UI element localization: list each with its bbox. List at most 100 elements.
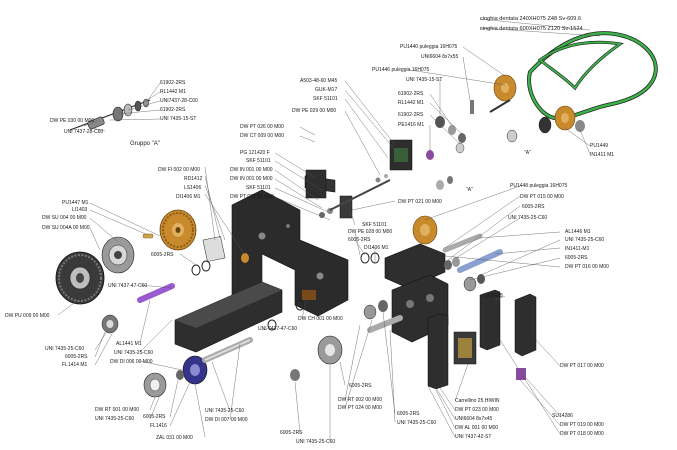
- part-label: DW IN 001 00 M00: [230, 167, 273, 173]
- part-label: UNI 7435-25-C60: [397, 420, 437, 426]
- part-label: 61902-2RS: [160, 107, 186, 113]
- part-label: SKF 51101: [362, 222, 387, 228]
- part-label: A503-48-60 M45: [300, 78, 338, 84]
- part-label: 6005-2RS: [348, 237, 371, 243]
- part-label: DW FI 002 00 M00: [158, 167, 200, 173]
- part-label: DW DI 006 00 M00: [110, 359, 153, 365]
- part-label: 6005-2RS: [280, 430, 303, 436]
- leader-lines: [57, 18, 601, 441]
- large-spur-gear: [55, 251, 105, 305]
- part-label: 6005-2RS: [65, 354, 88, 360]
- part-label: DW PT 023 00 M00: [455, 407, 499, 413]
- part-label: UNI 7437-28-C60: [64, 129, 104, 135]
- part-label: PE1416 M1: [398, 122, 425, 128]
- right-shafts: [442, 233, 503, 292]
- part-label: 6005-2RS: [151, 252, 174, 258]
- part-label: DW CH 001 00 M00: [298, 316, 343, 322]
- upper-brackets: [304, 139, 413, 219]
- part-label: UNI6604 8x7x45: [455, 416, 493, 422]
- linear-guide: [427, 289, 537, 390]
- part-label: 61902-2RS: [160, 80, 186, 86]
- part-label: UNI 7435-25-C60: [114, 350, 154, 356]
- part-label: UNI 7435-25-C60: [508, 215, 548, 221]
- part-label: DW SU 004A 00 M00: [42, 225, 90, 231]
- part-label: DW CT 009 00 M00: [240, 133, 285, 139]
- part-label: GUK-M17: [315, 87, 338, 93]
- part-label: FL1414 M1: [62, 362, 88, 368]
- part-label: DW SU 004 00 M00: [42, 215, 87, 221]
- purple-shaft: [137, 283, 175, 303]
- timing-belts: [527, 31, 658, 121]
- part-label: 61902-2RS: [398, 91, 424, 97]
- part-label: UNI 7437-42-ST: [455, 434, 492, 440]
- roller-bearings: [101, 314, 343, 398]
- group-a-parts: [69, 98, 151, 131]
- part-label: Carrellino 25 HIWIN: [455, 398, 500, 404]
- part-label: SKF 51101: [313, 96, 338, 102]
- part-label: cinghia dentata 240XH075 Z48 Sv-609.6: [480, 16, 582, 22]
- part-label: UNI 7437-47-C60: [108, 283, 148, 289]
- part-label: UNI 7435-25-C60: [205, 408, 245, 414]
- part-label: RL1442 M1: [160, 89, 186, 95]
- part-label: DW PT 021 00 M00: [398, 199, 442, 205]
- top-center-parts: [426, 100, 474, 190]
- part-label: RL1442 M1: [398, 100, 424, 106]
- part-label: DW RT 001 00 M00: [95, 407, 140, 413]
- part-label: PG 121420 F: [240, 150, 270, 156]
- part-label: PU1449: [590, 143, 609, 149]
- part-label: PU1446 puleggia 16H075: [372, 67, 430, 73]
- part-label: UNI6604 8x7x55: [421, 54, 459, 60]
- bronze-gear: [142, 209, 197, 251]
- part-label: SU14286: [552, 413, 573, 419]
- long-guide-block: [174, 281, 283, 353]
- part-label: PU1448 puleggia 16H075: [510, 183, 568, 189]
- support-hub: [101, 236, 135, 274]
- part-label: IN1411-M1: [565, 246, 590, 252]
- part-label: GU1438: [484, 293, 503, 299]
- part-label: DW IN 001 00 M00: [230, 176, 273, 182]
- right-block-assembly: [363, 243, 449, 343]
- blue-eccentric: [182, 355, 208, 385]
- part-label: DW PT 015 00 M00: [520, 194, 564, 200]
- small-plates: [191, 236, 526, 380]
- part-label: UNI 7435-25-C60: [296, 439, 336, 445]
- part-label: 61902-2RS: [398, 112, 424, 118]
- part-label: AL1446 M1: [565, 229, 591, 235]
- part-label: DW PT 024 00 M00: [338, 405, 382, 411]
- part-label: DW PT 018 00 M00: [560, 431, 604, 437]
- part-label: DI1406 M1: [176, 194, 201, 200]
- part-label: DW PE 029 00 M00: [292, 108, 337, 114]
- marker-a-top: "A": [524, 150, 531, 156]
- marker-a-mid: "A": [466, 187, 473, 193]
- bronze-pulley-right: [412, 215, 438, 245]
- part-label: DI1406 M1: [364, 245, 389, 251]
- part-label: DW PE 028 00 M00: [348, 229, 393, 235]
- part-label: DW PT 026 00 M00: [240, 124, 284, 130]
- part-label: DW PE 030 00 M00: [50, 118, 95, 124]
- part-label: DW PU 009 00 M00: [5, 313, 50, 319]
- part-label: 6005-2RS: [143, 414, 166, 420]
- part-label: UNI 7435-25-C60: [45, 346, 85, 352]
- part-label: UNI7437-28-C60: [160, 98, 198, 104]
- part-label: PU1440 puleggia 16H075: [400, 44, 458, 50]
- part-label: SKF 51101: [246, 158, 271, 164]
- part-label: DW PT 016 00 M00: [565, 264, 609, 270]
- group-a-title: Gruppo "A": [130, 141, 160, 147]
- part-label: IN1411 M1: [590, 152, 615, 158]
- silver-shaft-bottom: [202, 337, 253, 363]
- part-label: cinghia dentata 600XH075 Z120 Sv-1524: [480, 26, 583, 32]
- part-label: 6005-2RS: [397, 411, 420, 417]
- top-right-pulleys: [489, 74, 585, 143]
- part-label: 6005-2RS: [565, 255, 588, 261]
- part-label: PU1447 M1: [62, 200, 89, 206]
- part-label: RD1412: [184, 176, 203, 182]
- part-label: ZAL 031 00 M00: [156, 435, 193, 441]
- part-label: UNI 7435-15-ST: [406, 77, 443, 83]
- part-label: DW RT 002 00 M00: [338, 397, 383, 403]
- part-label: DW PT 022 00 M00: [230, 194, 274, 200]
- part-label: DW PT 017 00 M00: [560, 363, 604, 369]
- part-label: UNI 7435-25-C60: [95, 416, 135, 422]
- part-label: DW PT 019 00 M00: [560, 422, 604, 428]
